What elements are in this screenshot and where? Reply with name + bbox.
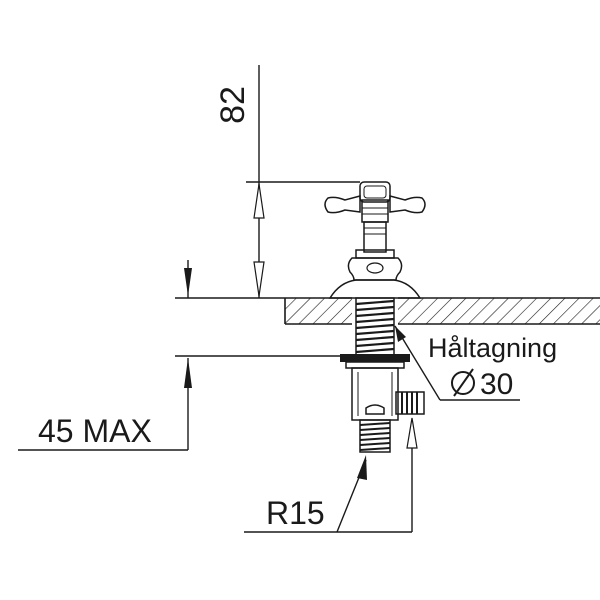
connector-body [351,367,425,453]
thread-label: R15 [266,495,325,531]
cross-handle [324,181,426,223]
dimension-thickness-label: 45 MAX [38,413,152,449]
hole-leader [394,325,520,401]
thread-leaders [244,417,418,533]
hole-diameter-value: 30 [480,368,513,401]
dimension-height-label: 82 [214,86,252,124]
diameter-icon [451,368,475,397]
countertop-section [284,296,600,326]
lock-nut [340,354,410,369]
dimension-thickness [18,260,340,451]
dimension-height-82 [175,65,360,299]
hole-label: Håltagning [428,333,557,363]
tap-body [328,221,422,299]
